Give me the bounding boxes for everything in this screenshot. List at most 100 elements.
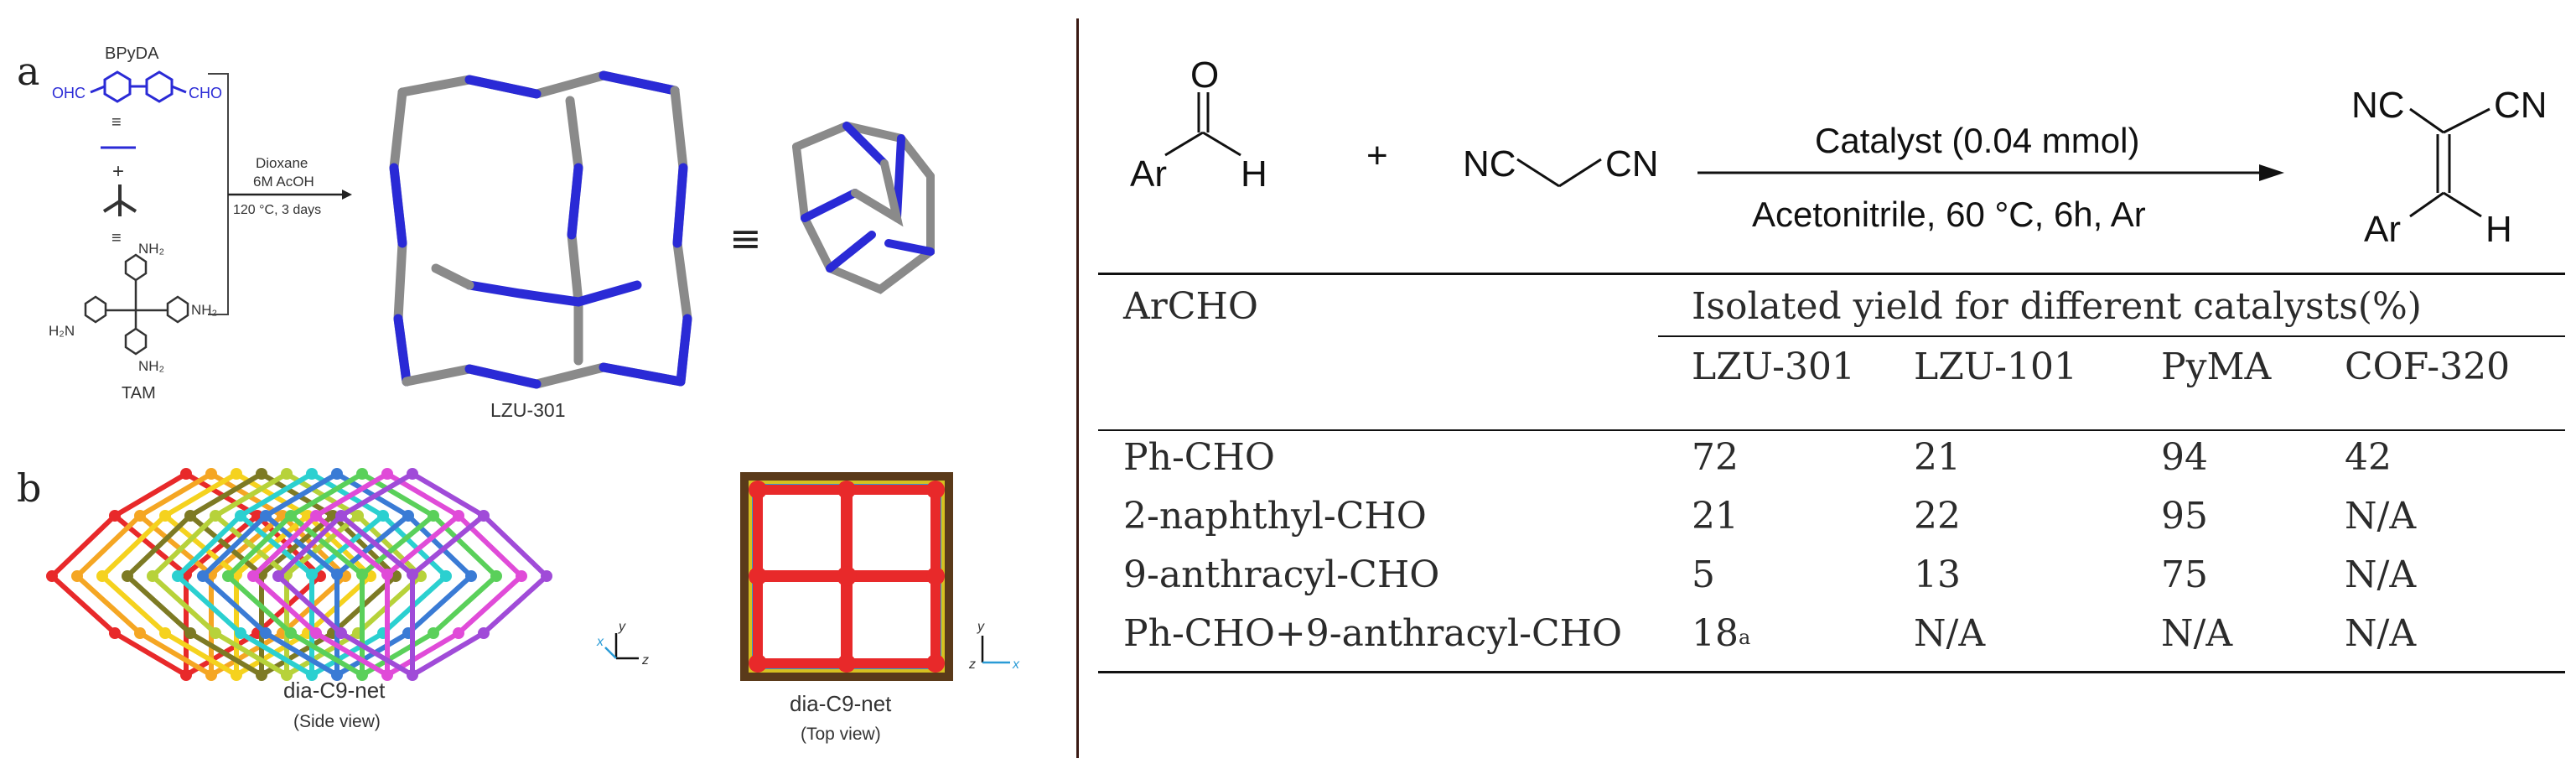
malononitrile-nc: NC [1463, 143, 1516, 184]
net-node [285, 510, 297, 522]
net-node [231, 669, 242, 681]
col-header-yield-group: Isolated yield for different catalysts(%… [1692, 285, 2422, 328]
table-group-rule [1658, 335, 2565, 337]
arrow-conditions: 120 °C, 3 days [233, 203, 321, 217]
net-node [180, 468, 192, 480]
tam-structure [84, 253, 189, 356]
table-row-archo: 2-naphthyl-CHO [1123, 495, 1427, 538]
net-node [122, 570, 133, 582]
net-node [180, 669, 192, 681]
net-node [256, 669, 267, 681]
aldehyde-ar: Ar [1130, 153, 1167, 195]
panel-a-label: a [17, 49, 40, 94]
table-cell: N/A [1914, 612, 1986, 655]
axis-triad-top [981, 636, 1010, 664]
aldehyde-h: H [1241, 153, 1267, 195]
triple-bar-1: ≡ [111, 113, 122, 132]
table-cell-footnoted: 18a [1692, 612, 1750, 655]
table-cell: N/A [2161, 612, 2233, 655]
tetrahedral-node-icon [102, 184, 137, 216]
table-cell: 72 [1692, 436, 1739, 479]
axis-z-side: z [641, 653, 649, 668]
net-node [478, 627, 490, 639]
dia-c9-net-top-view [740, 472, 953, 681]
bpyda-label: BPyDA [105, 44, 159, 63]
net-node [184, 627, 196, 639]
table-cell: 75 [2161, 553, 2208, 596]
net-node [247, 570, 259, 582]
net-node [256, 468, 267, 480]
nh2-right: NH₂ [191, 302, 217, 318]
net-node [381, 468, 393, 480]
net-node [331, 669, 343, 681]
net-node [306, 569, 318, 580]
aldehyde-o: O [1190, 55, 1219, 96]
axis-x-top: x [1012, 657, 1020, 672]
nh2-top: NH₂ [138, 241, 164, 257]
net-node [335, 627, 347, 639]
net-node [352, 510, 364, 522]
product-cn: CN [2494, 85, 2547, 126]
net-node [356, 669, 368, 681]
net-node [46, 570, 58, 582]
table-cell: N/A [2345, 553, 2417, 596]
table-row-archo: 9-anthracyl-CHO [1123, 553, 1440, 596]
table-cell: 5 [1692, 553, 1715, 596]
net-node [453, 627, 464, 639]
reaction-arrowhead [342, 190, 352, 200]
left-figure-panel: a b BPyDA OHC CHO ≡ + ≡ [0, 0, 1077, 769]
axis-z-top: z [968, 657, 976, 672]
net-node [210, 627, 221, 639]
axis-y-top: y [977, 620, 985, 634]
side-view-title: dia-C9-net [283, 678, 386, 703]
catalyst-header-lzu301: LZU-301 [1692, 346, 1855, 388]
axis-x-side: x [596, 635, 604, 649]
net-node [210, 510, 221, 522]
product-nc: NC [2351, 85, 2405, 126]
top-view-caption: (Top view) [801, 725, 881, 744]
bpyda-structure [90, 70, 187, 103]
equivalence-sign: ≡ [729, 216, 762, 261]
catalyst-header-lzu101: LZU-101 [1914, 346, 2077, 388]
table-cell: 94 [2161, 436, 2208, 479]
table-cell: N/A [2345, 495, 2417, 538]
aldehyde-structure [1164, 92, 1241, 157]
table-header-rule [1098, 429, 2565, 431]
net-node [184, 510, 196, 522]
synthesis-scheme-svg: BPyDA OHC CHO ≡ + ≡ [46, 44, 1020, 744]
table-cell: 21 [1914, 436, 1961, 479]
net-node [407, 569, 418, 580]
table-cell: 95 [2161, 495, 2208, 538]
reaction-plus: + [1366, 135, 1388, 176]
catalyst-header-pyma: PyMA [2161, 346, 2272, 388]
top-view-title: dia-C9-net [790, 691, 892, 716]
net-node [235, 627, 246, 639]
net-node [306, 468, 318, 480]
net-node [71, 570, 83, 582]
h2n-left: H₂N [49, 323, 75, 339]
reaction-scheme-svg: Ar O H + NC CN Catalyst (0.04 mmol) Acet… [1130, 55, 2547, 250]
cho-label: CHO [189, 85, 222, 101]
net-node [335, 510, 347, 522]
triple-bar-2: ≡ [111, 229, 122, 247]
table-top-rule [1098, 273, 2565, 275]
tam-label: TAM [122, 384, 156, 403]
net-node [516, 570, 527, 582]
net-node [407, 669, 418, 681]
net-node [159, 510, 171, 522]
col-header-archo: ArCHO [1123, 285, 1258, 328]
table-cell: 22 [1914, 495, 1961, 538]
net-node [331, 569, 343, 580]
panel-b-label: b [17, 465, 42, 511]
table-row-archo: Ph-CHO [1123, 436, 1275, 479]
monomer-bracket [208, 73, 229, 315]
right-reaction-table-panel: Ar O H + NC CN Catalyst (0.04 mmol) Acet… [1090, 0, 2576, 769]
malononitrile-cn: CN [1605, 143, 1659, 184]
net-node [96, 570, 108, 582]
net-node [310, 627, 322, 639]
net-node [428, 510, 439, 522]
net-node [407, 468, 418, 480]
net-node [272, 570, 284, 582]
net-node [109, 510, 121, 522]
axis-y-side: y [618, 620, 626, 634]
